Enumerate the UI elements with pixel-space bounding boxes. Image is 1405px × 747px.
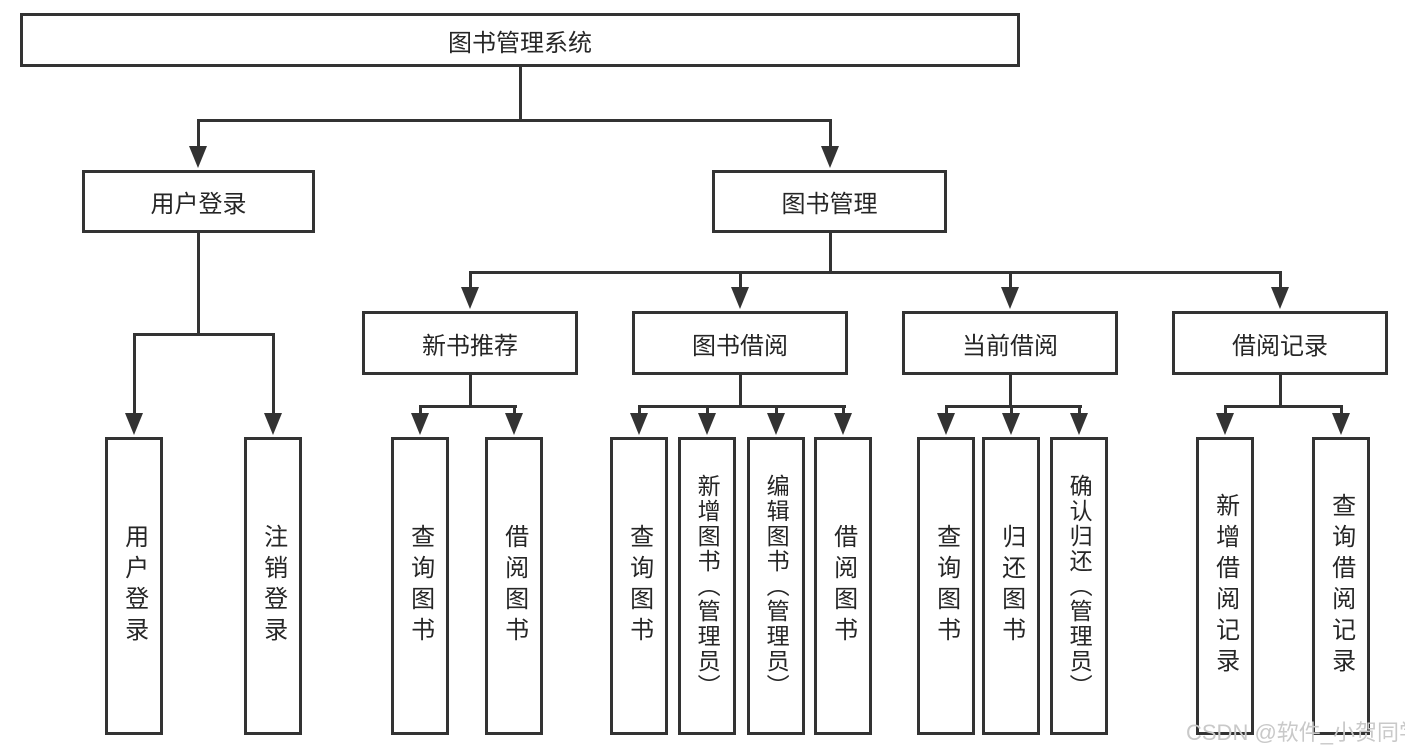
node-current-borrowing: 当前借阅: [902, 311, 1118, 375]
node-label: 用户登录: [120, 524, 148, 648]
leaf-records-add-borrow-record: 新增借阅记录: [1196, 437, 1254, 735]
node-label: 查询图书: [625, 524, 653, 648]
node-book-borrowing: 图书借阅: [632, 311, 848, 375]
connector-line: [1009, 274, 1012, 287]
arrowhead-down-icon: [698, 413, 716, 435]
node-new-book-recommend: 新书推荐: [362, 311, 578, 375]
connector-line: [1009, 375, 1012, 405]
connector-line: [1340, 408, 1343, 415]
arrowhead-down-icon: [767, 413, 785, 435]
leaf-borrowing-query-books: 查询图书: [610, 437, 668, 735]
connector-line: [469, 274, 472, 287]
leaf-current-return-books: 归还图书: [982, 437, 1040, 735]
arrowhead-down-icon: [1001, 287, 1019, 309]
connector-line: [272, 336, 275, 413]
connector-line: [1279, 375, 1282, 405]
connector-line: [1279, 274, 1282, 287]
node-book-management: 图书管理: [712, 170, 947, 233]
node-label: 查询图书: [406, 524, 434, 648]
node-label: 确认归还（管理员）: [1066, 473, 1093, 699]
connector-line: [1078, 408, 1081, 415]
leaf-records-query-borrow-record: 查询借阅记录: [1312, 437, 1370, 735]
connector-line: [829, 122, 832, 148]
connector-line: [197, 122, 200, 148]
arrowhead-down-icon: [505, 413, 523, 435]
node-label: 新增借阅记录: [1211, 493, 1239, 679]
node-label: 编辑图书（管理员）: [763, 473, 790, 699]
node-label: 借阅记录: [1232, 332, 1328, 360]
arrowhead-down-icon: [264, 413, 282, 435]
node-label: 图书管理: [781, 191, 878, 218]
connector-line: [197, 119, 832, 122]
connector-line: [706, 408, 709, 415]
node-root-library-system: 图书管理系统: [20, 13, 1020, 67]
arrowhead-down-icon: [1216, 413, 1234, 435]
connector-line: [419, 408, 422, 415]
connector-line: [133, 336, 136, 413]
connector-line: [638, 405, 846, 408]
connector-line: [739, 274, 742, 287]
connector-line: [1224, 405, 1343, 408]
arrowhead-down-icon: [411, 413, 429, 435]
connector-line: [513, 408, 516, 415]
node-label: 新增图书（管理员）: [694, 473, 721, 699]
arrowhead-down-icon: [834, 413, 852, 435]
arrowhead-down-icon: [125, 413, 143, 435]
leaf-logout: 注销登录: [244, 437, 302, 735]
connector-line: [945, 408, 948, 415]
leaf-current-confirm-return-admin: 确认归还（管理员）: [1050, 437, 1108, 735]
node-label: 注销登录: [259, 524, 287, 648]
node-label: 借阅图书: [500, 524, 528, 648]
arrowhead-down-icon: [937, 413, 955, 435]
csdn-watermark: CSDN @软件_小贺同学: [1186, 720, 1405, 745]
connector-line: [1224, 408, 1227, 415]
node-label: 归还图书: [997, 524, 1025, 648]
connector-line: [638, 408, 641, 415]
node-label: 图书管理系统: [448, 29, 592, 57]
node-label: 借阅图书: [829, 524, 857, 648]
node-user-login: 用户登录: [82, 170, 315, 233]
leaf-borrowing-add-books-admin: 新增图书（管理员）: [678, 437, 736, 735]
connector-line: [842, 408, 845, 415]
arrowhead-down-icon: [189, 146, 207, 168]
arrowhead-down-icon: [461, 287, 479, 309]
leaf-borrowing-edit-books-admin: 编辑图书（管理员）: [747, 437, 805, 735]
leaf-borrowing-borrow-books: 借阅图书: [814, 437, 872, 735]
node-label: 图书借阅: [692, 332, 788, 360]
connector-line: [469, 375, 472, 405]
connector-line: [519, 67, 522, 119]
connector-line: [469, 271, 1282, 274]
leaf-user-login: 用户登录: [105, 437, 163, 735]
arrowhead-down-icon: [1070, 413, 1088, 435]
connector-line: [133, 333, 275, 336]
connector-line: [1010, 408, 1013, 415]
connector-line: [945, 405, 1082, 408]
leaf-newbook-query-books: 查询图书: [391, 437, 449, 735]
arrowhead-down-icon: [821, 146, 839, 168]
connector-line: [739, 375, 742, 405]
connector-line: [419, 405, 517, 408]
arrowhead-down-icon: [1332, 413, 1350, 435]
node-borrow-records: 借阅记录: [1172, 311, 1388, 375]
node-label: 查询图书: [932, 524, 960, 648]
node-label: 用户登录: [150, 191, 247, 218]
connector-line: [829, 233, 832, 271]
arrowhead-down-icon: [1271, 287, 1289, 309]
node-label: 当前借阅: [962, 332, 1058, 360]
connector-line: [775, 408, 778, 415]
arrowhead-down-icon: [731, 287, 749, 309]
arrowhead-down-icon: [630, 413, 648, 435]
node-label: 查询借阅记录: [1327, 493, 1355, 679]
leaf-current-query-books: 查询图书: [917, 437, 975, 735]
node-label: 新书推荐: [422, 332, 518, 360]
leaf-newbook-borrow-books: 借阅图书: [485, 437, 543, 735]
connector-line: [197, 233, 200, 333]
arrowhead-down-icon: [1002, 413, 1020, 435]
